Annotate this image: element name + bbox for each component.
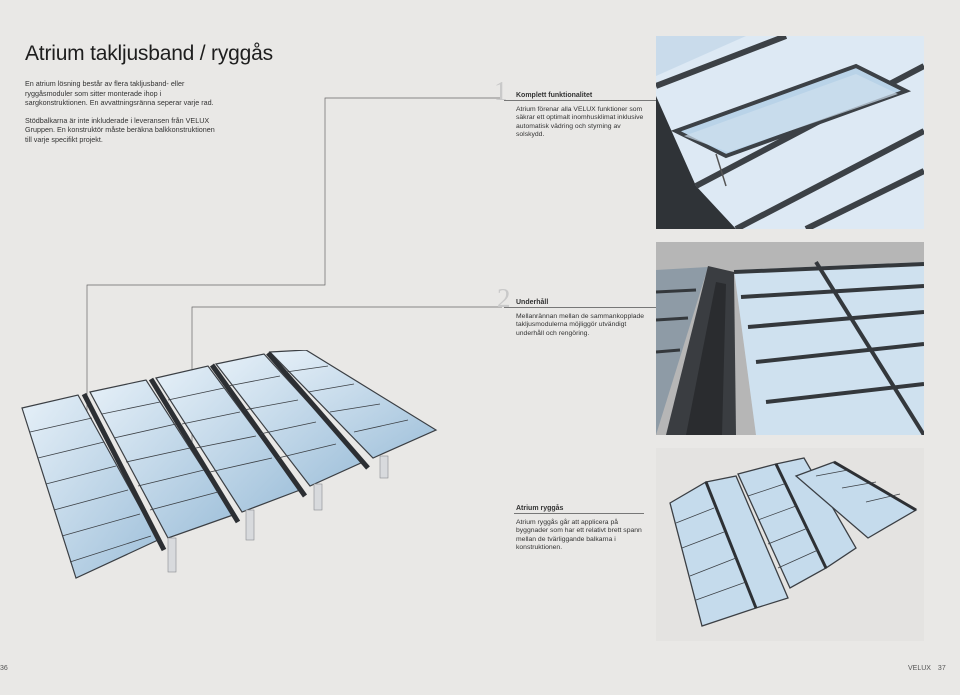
- feature-block-3: Atrium ryggås Atrium ryggås går att appl…: [514, 505, 646, 553]
- photo-ridge: [656, 448, 924, 641]
- gutter-beams: [81, 351, 370, 552]
- feature-number: 2: [497, 283, 511, 313]
- photo-gutter: [656, 242, 924, 435]
- feature-rule: [514, 513, 644, 514]
- feature-block-2: Underhåll Mellanrännan mellan de sammank…: [504, 299, 659, 338]
- feature-block-1: Komplett funktionalitet Atrium förenar a…: [504, 92, 659, 140]
- intro-paragraph: En atrium lösning består av flera taklju…: [25, 79, 214, 108]
- feature-body: Atrium förenar alla VELUX funktioner som…: [516, 105, 644, 139]
- feature-rule: [504, 307, 659, 308]
- feature-heading: Atrium ryggås: [516, 505, 564, 512]
- feature-number: 1: [494, 76, 508, 106]
- feature-body: Atrium ryggås går att applicera på byggn…: [516, 518, 642, 552]
- brand-name: VELUX: [908, 665, 931, 672]
- support-posts: [167, 455, 389, 573]
- feature-body: Mellanrännan mellan de sammankopplade ta…: [516, 312, 645, 337]
- feature-rule: [504, 100, 659, 101]
- feature-heading: Underhåll: [516, 299, 549, 306]
- photo-open-sash: [656, 36, 924, 229]
- feature-heading: Komplett funktionalitet: [516, 92, 593, 99]
- page-number-right: 37: [937, 665, 946, 672]
- atrium-row: [21, 350, 438, 579]
- page-title: Atrium takljusband / ryggås: [25, 42, 273, 65]
- intro-text: En atrium lösning består av flera taklju…: [25, 79, 215, 153]
- leader-line-1: [86, 97, 502, 470]
- pane-dividers: [29, 365, 409, 563]
- intro-paragraph: Stödbalkarna är inte inkluderade i lever…: [25, 115, 215, 144]
- footer-brand: VELUX 37: [908, 665, 946, 672]
- page-number-left: 36: [0, 665, 8, 672]
- atrium-illustration: [21, 350, 438, 579]
